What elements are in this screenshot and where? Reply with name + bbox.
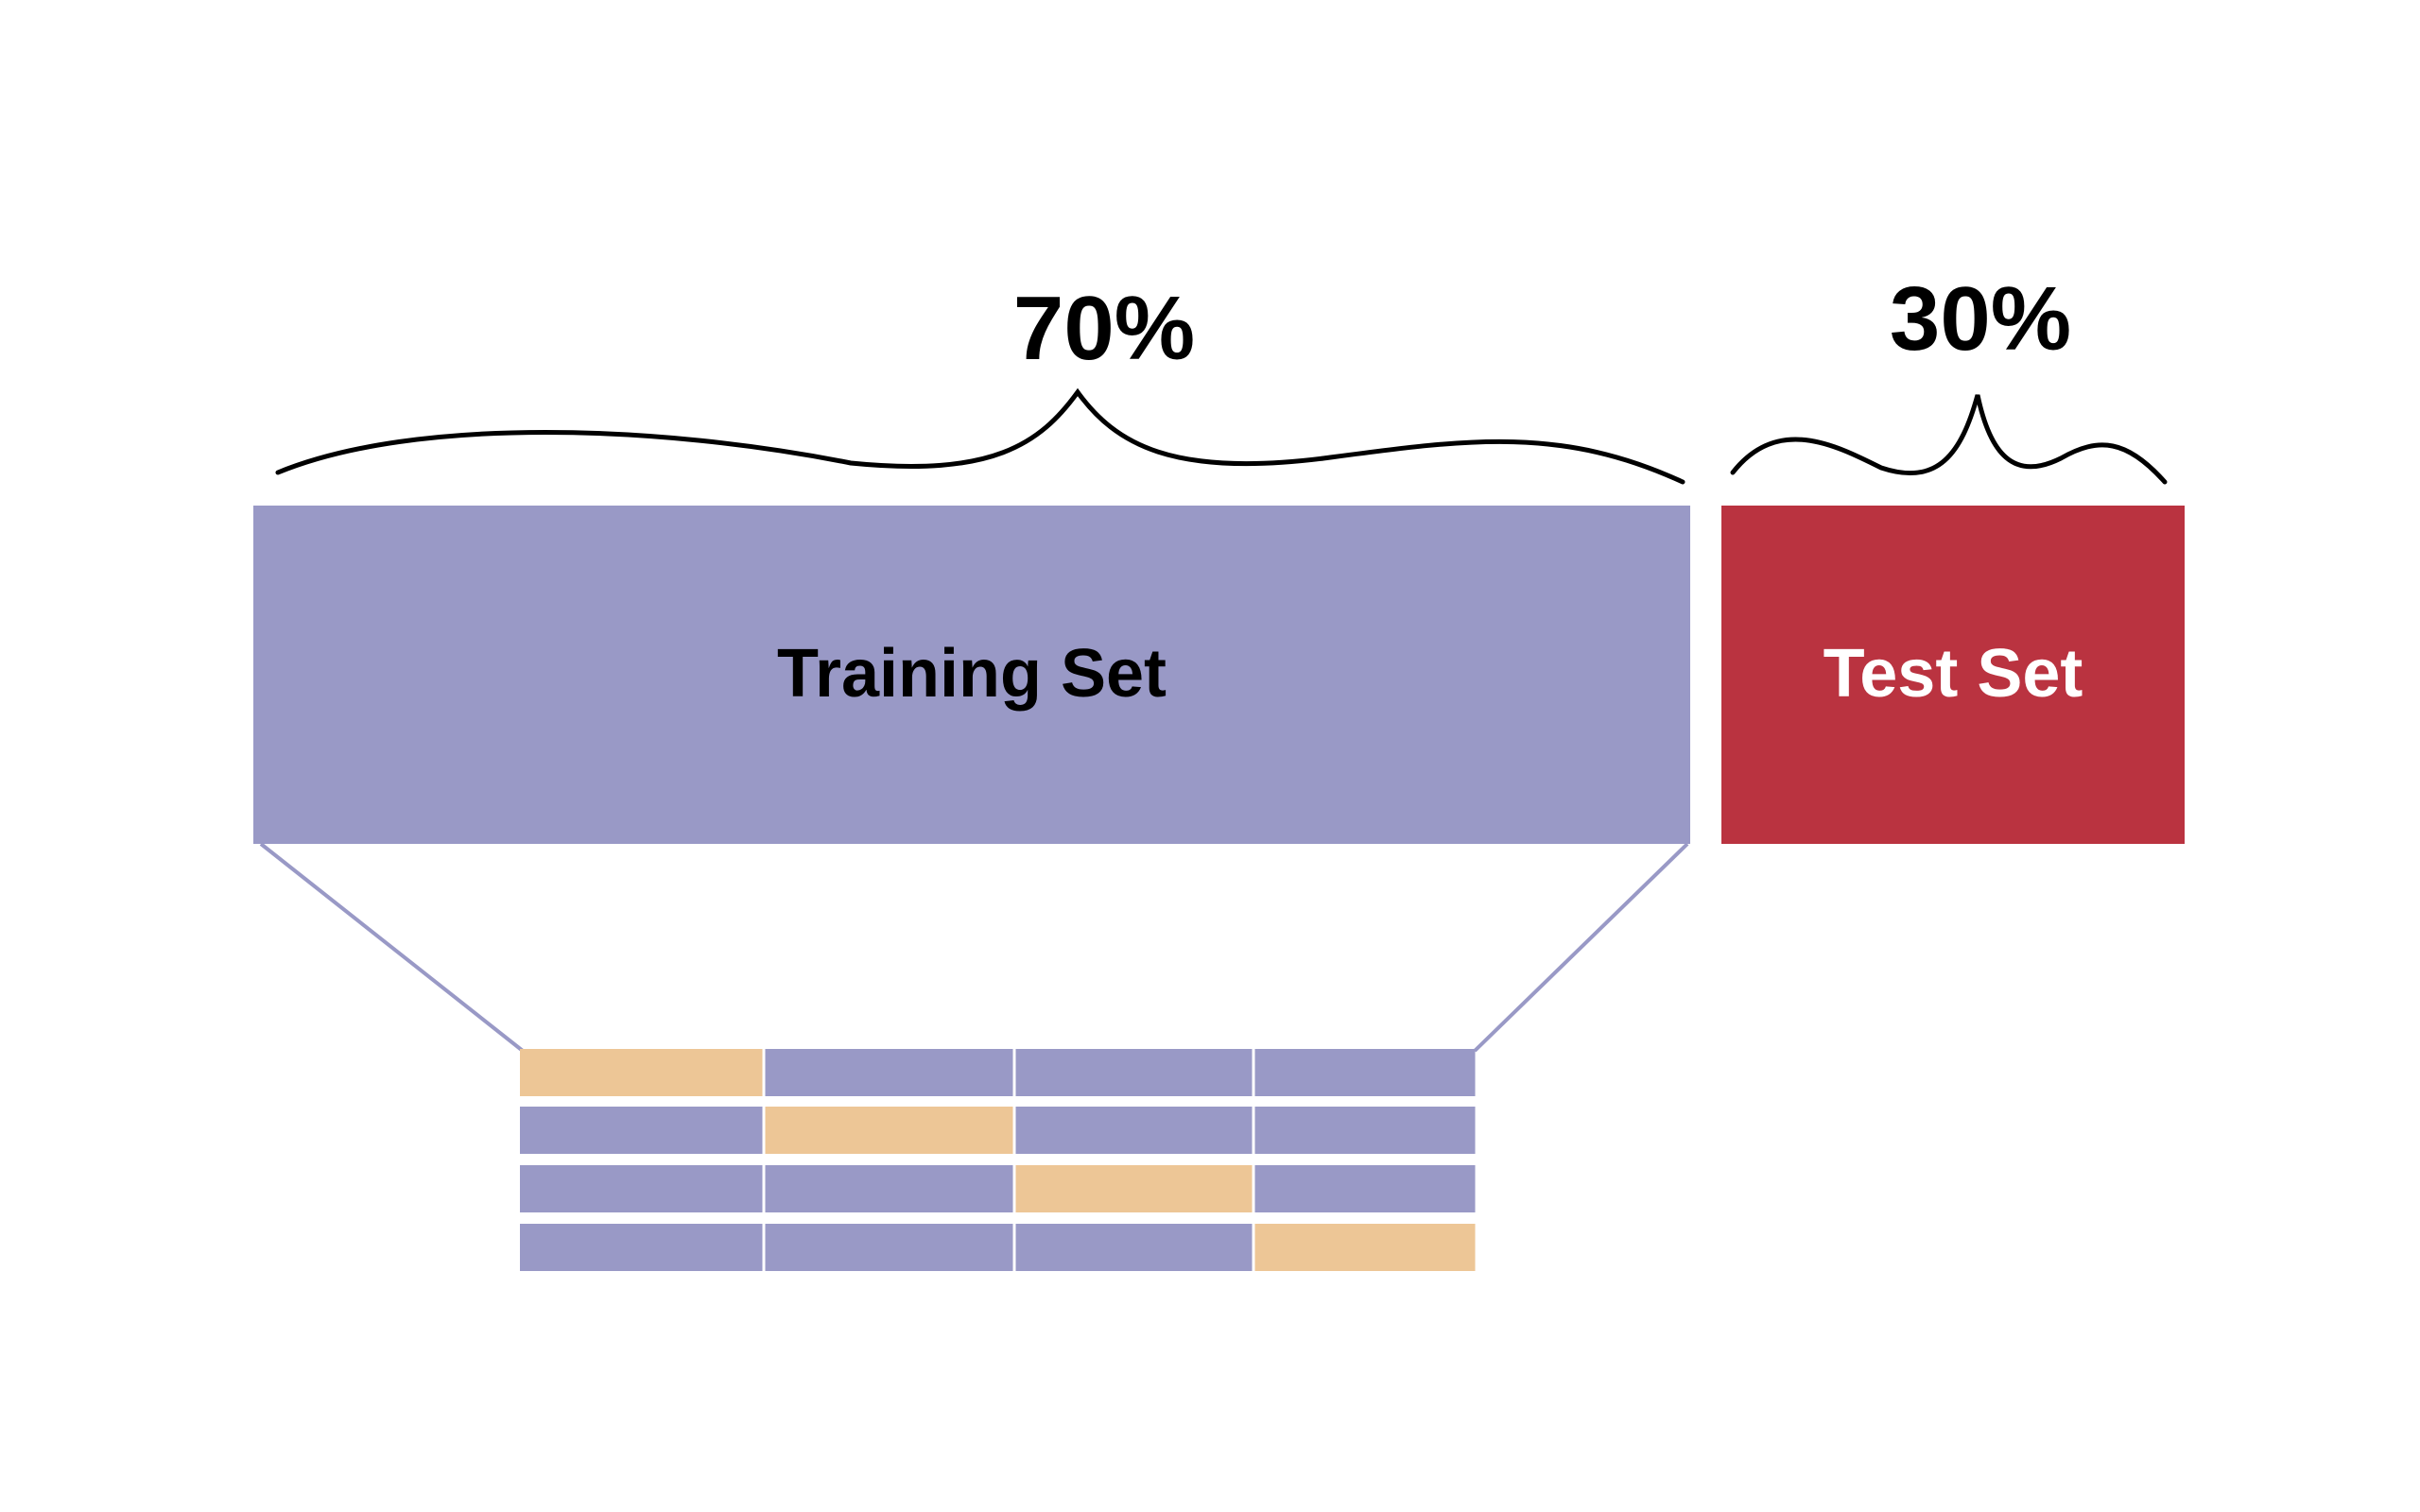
- fold-cell-training: [1254, 1107, 1476, 1154]
- test-set-label: Test Set: [1824, 636, 2083, 712]
- test-percent-label: 30%: [1890, 268, 2071, 369]
- fold-cell-training: [765, 1165, 1013, 1212]
- fold-cell-validation: [1015, 1165, 1253, 1212]
- training-percent-label: 70%: [1013, 278, 1195, 379]
- fold-cell-validation: [1254, 1224, 1476, 1271]
- cross-validation-folds: [520, 1049, 1476, 1271]
- training-set-block: [253, 506, 1690, 844]
- fold-cell-training: [1254, 1049, 1476, 1096]
- fold-cell-training: [1015, 1224, 1253, 1271]
- training-set-label: Training Set: [777, 636, 1167, 712]
- fold-cell-training: [520, 1165, 763, 1212]
- zoom-connector-left: [259, 842, 525, 1053]
- fold-cell-validation: [520, 1049, 763, 1096]
- test-set-block: [1721, 506, 2185, 844]
- fold-cell-validation: [765, 1107, 1013, 1154]
- fold-cell-training: [1015, 1107, 1253, 1154]
- test-brace: [1730, 394, 2168, 485]
- fold-cell-training: [520, 1107, 763, 1154]
- fold-cell-training: [765, 1049, 1013, 1096]
- fold-cell-training: [1015, 1049, 1253, 1096]
- fold-cell-training: [1254, 1165, 1476, 1212]
- training-brace: [275, 387, 1685, 485]
- zoom-connector-right: [1473, 842, 1689, 1053]
- fold-cell-training: [520, 1224, 763, 1271]
- fold-cell-training: [765, 1224, 1013, 1271]
